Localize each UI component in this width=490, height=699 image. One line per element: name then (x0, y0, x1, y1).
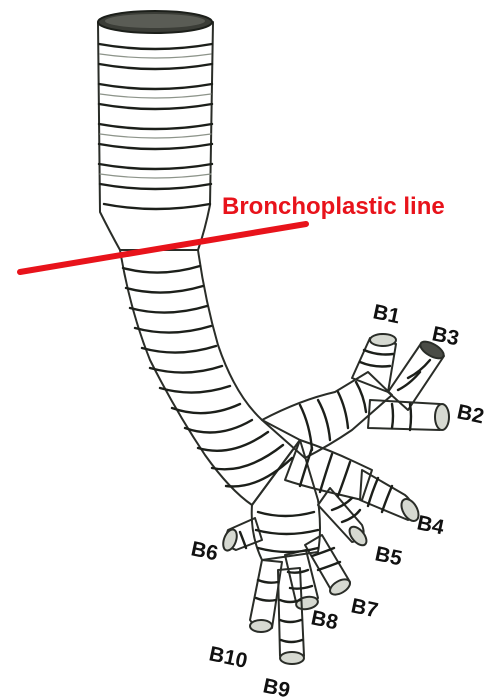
label-b10: B10 (207, 642, 249, 673)
label-b5: B5 (373, 542, 404, 570)
label-b4: B4 (415, 511, 446, 539)
label-b9: B9 (261, 674, 292, 699)
label-b7: B7 (349, 594, 380, 622)
label-b2: B2 (455, 400, 486, 428)
bronchoplastic-line-label: Bronchoplastic line (222, 193, 445, 220)
label-b8: B8 (309, 606, 340, 634)
main-bronchus (120, 250, 300, 505)
trachea (98, 15, 213, 250)
label-b6: B6 (189, 537, 220, 565)
bronchoplastic-line (20, 224, 306, 272)
label-b1: B1 (371, 300, 402, 328)
